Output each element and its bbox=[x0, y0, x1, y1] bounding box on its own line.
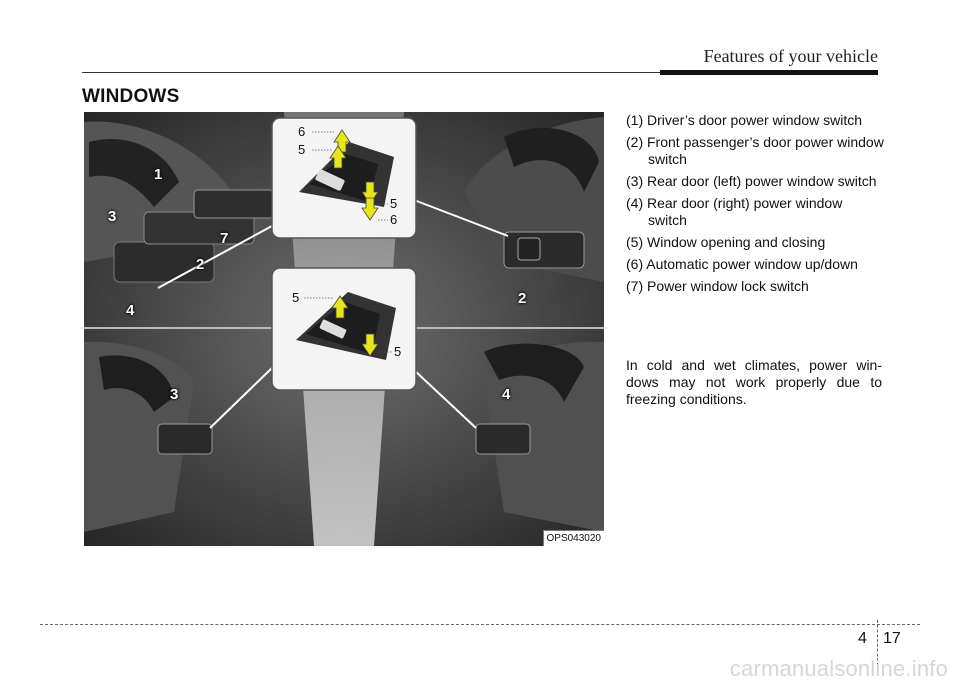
callout-1: 1 bbox=[154, 166, 163, 183]
zoom-top-callout-5: 5 bbox=[298, 142, 306, 157]
legend-item-6: (6) Automatic power window up/down bbox=[626, 256, 858, 272]
running-header: Features of your vehicle bbox=[703, 46, 878, 66]
zoom-top-callout-5b: 5 bbox=[390, 196, 398, 211]
footer-rule bbox=[40, 624, 920, 625]
zoom-bottom-callout-5b: 5 bbox=[394, 344, 402, 359]
page-number: 17 bbox=[883, 630, 901, 647]
zoom-bottom-callout-5: 5 bbox=[292, 290, 300, 305]
climate-note: In cold and wet climates, power win-dows… bbox=[626, 357, 882, 407]
header-rule bbox=[82, 72, 878, 73]
door-panel-drawing bbox=[84, 112, 604, 546]
callout-3: 3 bbox=[108, 208, 117, 225]
watermark: carmanualsonline.info bbox=[729, 656, 948, 681]
legend-item-3: (3) Rear door (left) power window switch bbox=[626, 173, 877, 189]
legend-item-4: (4) Rear door (right) power window switc… bbox=[626, 195, 843, 228]
section-title: WINDOWS bbox=[82, 86, 180, 107]
callout-3-rear-left: 3 bbox=[170, 386, 179, 403]
footer-divider bbox=[877, 620, 879, 666]
callout-2-passenger: 2 bbox=[518, 290, 527, 307]
legend-item-1: (1) Driver’s door power window switch bbox=[626, 112, 863, 128]
callout-4-rear-right: 4 bbox=[502, 386, 511, 403]
callout-7: 7 bbox=[220, 230, 229, 247]
callout-2: 2 bbox=[196, 256, 205, 273]
chapter-number: 4 bbox=[858, 630, 867, 647]
callout-4: 4 bbox=[126, 302, 135, 319]
legend-item-5: (5) Window opening and closing bbox=[626, 234, 826, 250]
header-accent-bar bbox=[660, 70, 878, 75]
zoom-top-callout-6: 6 bbox=[298, 124, 306, 139]
figure-code: OPS043020 bbox=[542, 530, 604, 546]
legend-item-7: (7) Power window lock switch bbox=[626, 278, 809, 294]
legend-list: (1) Driver’s door power window switch (2… bbox=[626, 112, 884, 300]
legend-item-2: (2) Front passenger’s door power window … bbox=[626, 134, 884, 167]
zoom-top-callout-6b: 6 bbox=[390, 212, 398, 227]
window-switch-illustration: 1 2 3 4 7 2 3 4 6 5 5 6 5 5 OPS043020 bbox=[84, 112, 604, 546]
